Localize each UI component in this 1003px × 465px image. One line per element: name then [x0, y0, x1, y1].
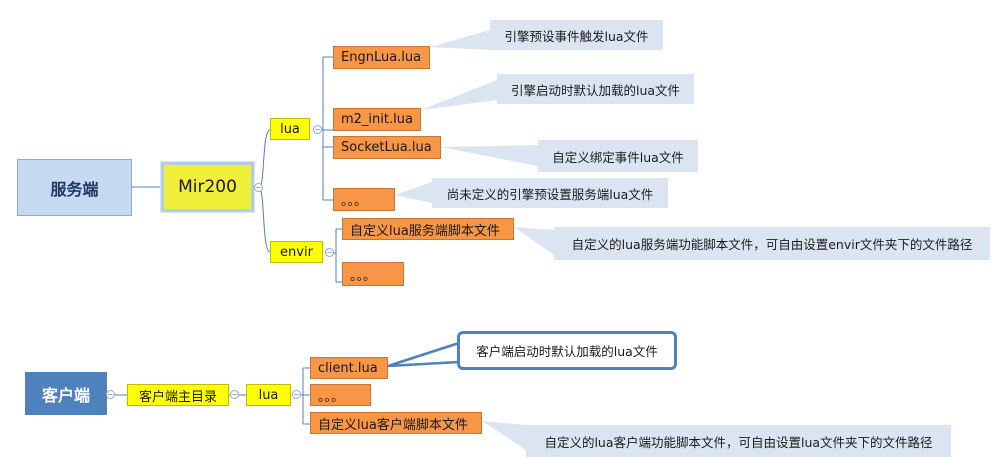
server-root-node[interactable]: 服务端	[17, 159, 132, 216]
client-root-collapse-toggle[interactable]: −	[106, 390, 115, 399]
m2-init-note: 引擎启动时默认加载的lua文件	[497, 74, 694, 104]
client-main-dir-collapse-toggle[interactable]: −	[230, 390, 239, 399]
mir200-collapse-toggle[interactable]: −	[254, 183, 263, 192]
engnlua-file-node[interactable]: EngnLua.lua	[333, 46, 430, 69]
client-root-node[interactable]: 客户端	[25, 372, 107, 415]
server-lua-collapse-toggle[interactable]: −	[313, 125, 322, 134]
socketlua-file-node[interactable]: SocketLua.lua	[333, 136, 441, 159]
engnlua-note: 引擎预设事件触发lua文件	[490, 20, 663, 50]
client-main-dir-node[interactable]: 客户端主目录	[127, 384, 229, 406]
m2-init-file-node[interactable]: m2_init.lua	[333, 108, 421, 131]
custom-server-script-note: 自定义的lua服务端功能脚本文件，可自由设置envir文件夹下的文件路径	[554, 227, 990, 260]
custom-client-script-note: 自定义的lua客户端功能脚本文件，可自由设置lua文件夹下的文件路径	[526, 425, 951, 457]
custom-client-script-node[interactable]: 自定义lua客户端脚本文件	[310, 412, 482, 434]
client-lua-folder-node[interactable]: lua	[246, 384, 291, 406]
server-lua-folder-node[interactable]: lua	[270, 118, 310, 140]
server-envir-folder-node[interactable]: envir	[270, 241, 323, 263]
server-lua-more-note: 尚未定义的引擎预设置服务端lua文件	[432, 178, 668, 208]
client-lua-file-node[interactable]: client.lua	[310, 357, 388, 379]
client-lua-more-node[interactable]: 。。。	[310, 384, 371, 406]
client-lua-collapse-toggle[interactable]: −	[292, 390, 301, 399]
client-lua-note: 客户端启动时默认加载的lua文件	[457, 331, 677, 370]
envir-collapse-toggle[interactable]: −	[325, 248, 334, 257]
envir-more-node[interactable]: 。。。	[342, 262, 404, 286]
mir200-node[interactable]: Mir200	[161, 162, 254, 212]
custom-server-script-node[interactable]: 自定义lua服务端脚本文件	[342, 218, 514, 240]
socketlua-note: 自定义绑定事件lua文件	[538, 140, 698, 172]
server-lua-more-node[interactable]: 。。。	[333, 188, 395, 211]
